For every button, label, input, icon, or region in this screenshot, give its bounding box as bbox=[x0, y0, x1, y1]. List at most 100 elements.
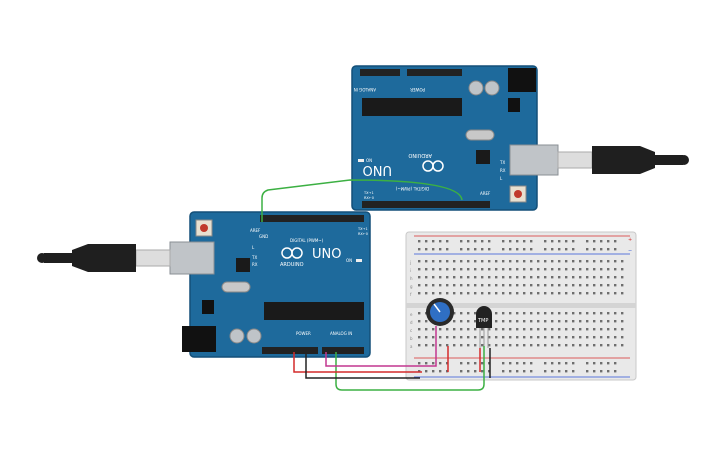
breadboard-hole[interactable] bbox=[614, 292, 617, 295]
breadboard-hole[interactable] bbox=[460, 336, 463, 339]
breadboard-hole[interactable] bbox=[572, 328, 575, 331]
breadboard-hole[interactable] bbox=[523, 292, 526, 295]
breadboard-hole[interactable] bbox=[593, 248, 596, 251]
breadboard-hole[interactable] bbox=[516, 370, 519, 373]
breadboard-hole[interactable] bbox=[586, 240, 589, 243]
breadboard-hole[interactable] bbox=[558, 240, 561, 243]
breadboard-hole[interactable] bbox=[523, 370, 526, 373]
breadboard-hole[interactable] bbox=[467, 370, 470, 373]
breadboard-hole[interactable] bbox=[432, 276, 435, 279]
breadboard-hole[interactable] bbox=[439, 362, 442, 365]
breadboard-hole[interactable] bbox=[537, 260, 540, 263]
breadboard-hole[interactable] bbox=[558, 260, 561, 263]
breadboard-hole[interactable] bbox=[460, 276, 463, 279]
breadboard-hole[interactable] bbox=[453, 268, 456, 271]
breadboard-hole[interactable] bbox=[516, 336, 519, 339]
breadboard-hole[interactable] bbox=[537, 328, 540, 331]
breadboard-hole[interactable] bbox=[502, 292, 505, 295]
breadboard-hole[interactable] bbox=[586, 248, 589, 251]
breadboard-hole[interactable] bbox=[467, 320, 470, 323]
breadboard-hole[interactable] bbox=[453, 328, 456, 331]
breadboard-hole[interactable] bbox=[488, 248, 491, 251]
breadboard-hole[interactable] bbox=[579, 284, 582, 287]
breadboard-hole[interactable] bbox=[418, 292, 421, 295]
breadboard-hole[interactable] bbox=[586, 268, 589, 271]
breadboard-hole[interactable] bbox=[509, 292, 512, 295]
breadboard-hole[interactable] bbox=[572, 292, 575, 295]
breadboard-hole[interactable] bbox=[593, 336, 596, 339]
breadboard-hole[interactable] bbox=[600, 370, 603, 373]
breadboard-hole[interactable] bbox=[572, 268, 575, 271]
breadboard-hole[interactable] bbox=[488, 328, 491, 331]
breadboard-hole[interactable] bbox=[502, 248, 505, 251]
breadboard-hole[interactable] bbox=[481, 336, 484, 339]
breadboard-hole[interactable] bbox=[572, 344, 575, 347]
wire-red-5v[interactable] bbox=[293, 352, 422, 373]
breadboard-hole[interactable] bbox=[509, 240, 512, 243]
breadboard-hole[interactable] bbox=[509, 336, 512, 339]
power-header-top[interactable] bbox=[407, 69, 462, 76]
breadboard-hole[interactable] bbox=[495, 320, 498, 323]
breadboard-hole[interactable] bbox=[607, 248, 610, 251]
breadboard-hole[interactable] bbox=[565, 320, 568, 323]
breadboard-hole[interactable] bbox=[516, 240, 519, 243]
breadboard-hole[interactable] bbox=[467, 344, 470, 347]
breadboard-hole[interactable] bbox=[572, 260, 575, 263]
breadboard-hole[interactable] bbox=[474, 344, 477, 347]
breadboard-hole[interactable] bbox=[600, 312, 603, 315]
breadboard-hole[interactable] bbox=[453, 344, 456, 347]
breadboard-hole[interactable] bbox=[593, 362, 596, 365]
breadboard-hole[interactable] bbox=[544, 336, 547, 339]
breadboard-hole[interactable] bbox=[565, 284, 568, 287]
breadboard-hole[interactable] bbox=[481, 292, 484, 295]
breadboard-hole[interactable] bbox=[516, 268, 519, 271]
breadboard-hole[interactable] bbox=[460, 362, 463, 365]
breadboard-hole[interactable] bbox=[537, 276, 540, 279]
breadboard-hole[interactable] bbox=[600, 336, 603, 339]
breadboard-hole[interactable] bbox=[530, 268, 533, 271]
barrel-jack-bottom[interactable] bbox=[182, 326, 216, 352]
breadboard-hole[interactable] bbox=[523, 284, 526, 287]
breadboard-hole[interactable] bbox=[551, 362, 554, 365]
breadboard-hole[interactable] bbox=[614, 268, 617, 271]
breadboard-hole[interactable] bbox=[418, 260, 421, 263]
breadboard-hole[interactable] bbox=[607, 344, 610, 347]
wire-green-bottom-board-to-sensor[interactable] bbox=[335, 346, 485, 391]
breadboard-hole[interactable] bbox=[600, 276, 603, 279]
breadboard-hole[interactable] bbox=[551, 344, 554, 347]
breadboard-hole[interactable] bbox=[474, 276, 477, 279]
breadboard-hole[interactable] bbox=[600, 320, 603, 323]
breadboard-hole[interactable] bbox=[418, 362, 421, 365]
breadboard-hole[interactable] bbox=[425, 240, 428, 243]
breadboard-hole[interactable] bbox=[551, 260, 554, 263]
breadboard-hole[interactable] bbox=[432, 248, 435, 251]
breadboard-hole[interactable] bbox=[495, 276, 498, 279]
breadboard-hole[interactable] bbox=[544, 344, 547, 347]
breadboard-hole[interactable] bbox=[579, 320, 582, 323]
breadboard-hole[interactable] bbox=[551, 320, 554, 323]
breadboard-hole[interactable] bbox=[621, 260, 624, 263]
breadboard-hole[interactable] bbox=[418, 240, 421, 243]
breadboard-hole[interactable] bbox=[551, 248, 554, 251]
breadboard-hole[interactable] bbox=[565, 312, 568, 315]
breadboard-hole[interactable] bbox=[516, 320, 519, 323]
breadboard-hole[interactable] bbox=[502, 268, 505, 271]
breadboard-hole[interactable] bbox=[474, 268, 477, 271]
breadboard-hole[interactable] bbox=[530, 292, 533, 295]
breadboard-hole[interactable] bbox=[523, 276, 526, 279]
breadboard-hole[interactable] bbox=[474, 292, 477, 295]
breadboard-hole[interactable] bbox=[516, 248, 519, 251]
breadboard-hole[interactable] bbox=[488, 260, 491, 263]
breadboard-hole[interactable] bbox=[467, 312, 470, 315]
breadboard-hole[interactable] bbox=[544, 284, 547, 287]
breadboard-hole[interactable] bbox=[467, 292, 470, 295]
breadboard-hole[interactable] bbox=[481, 260, 484, 263]
breadboard-hole[interactable] bbox=[579, 336, 582, 339]
breadboard-hole[interactable] bbox=[474, 260, 477, 263]
breadboard-hole[interactable] bbox=[530, 260, 533, 263]
breadboard-hole[interactable] bbox=[446, 370, 449, 373]
breadboard-hole[interactable] bbox=[621, 292, 624, 295]
breadboard-hole[interactable] bbox=[558, 370, 561, 373]
breadboard-hole[interactable] bbox=[565, 248, 568, 251]
